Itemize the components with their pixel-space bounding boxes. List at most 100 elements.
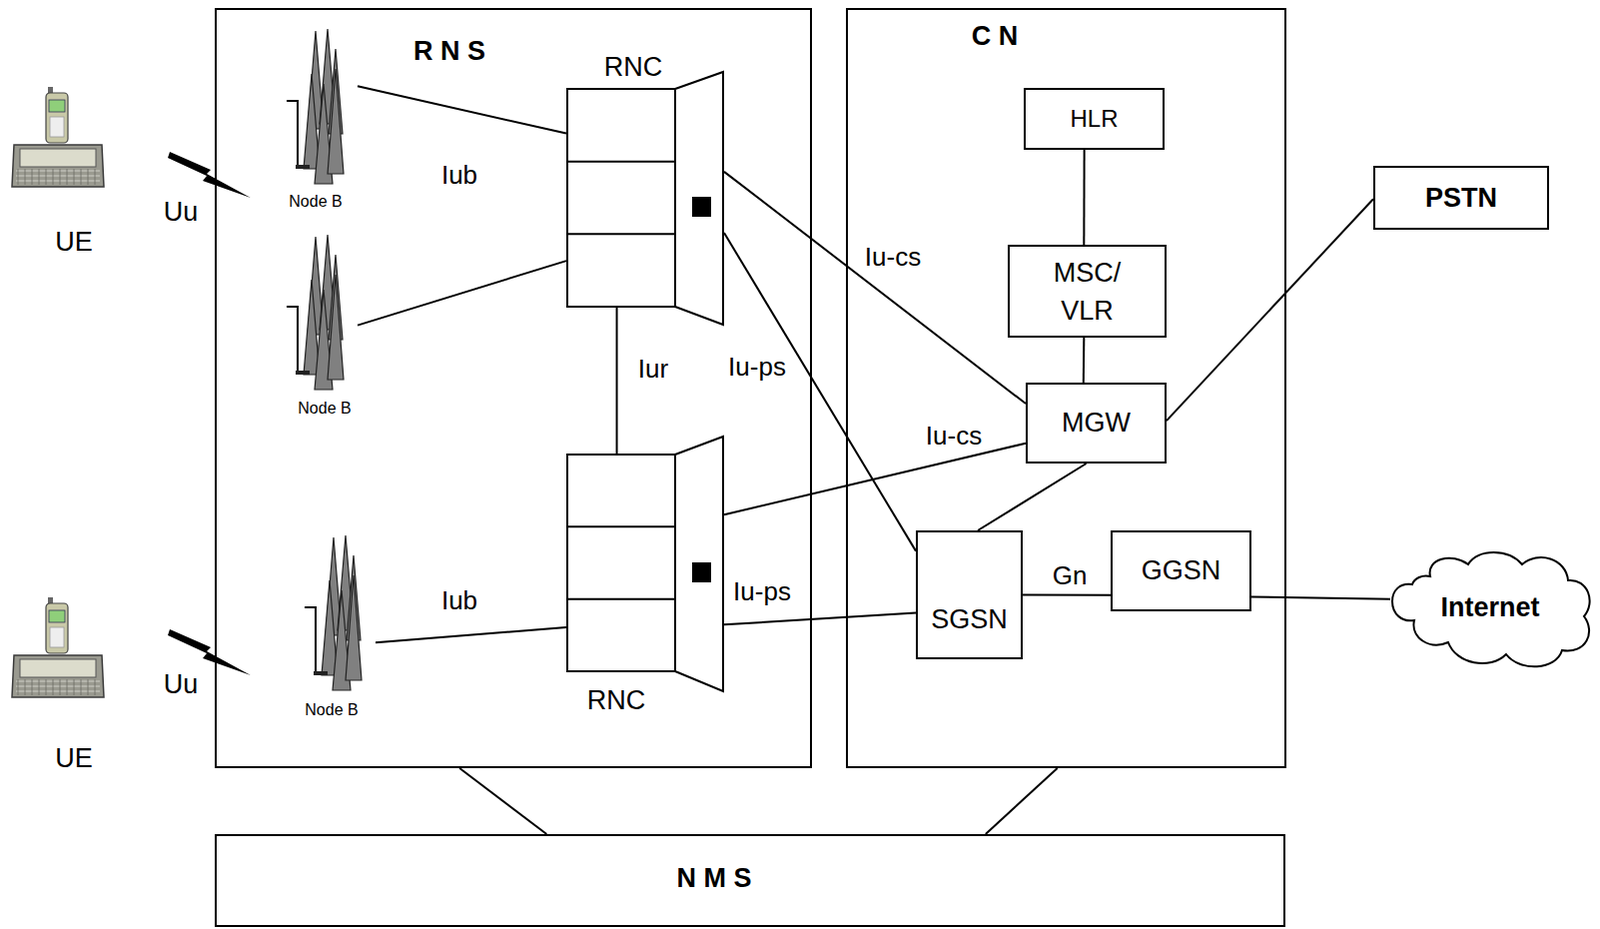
- rnc-port: [692, 562, 712, 583]
- key-gap: [24, 679, 26, 696]
- rnc: RNC: [566, 51, 725, 307]
- network-box: PSTN: [1373, 165, 1550, 230]
- rnc-slot: [567, 598, 676, 601]
- node-label: GGSN: [1141, 554, 1222, 587]
- phone-screen: [48, 610, 65, 623]
- text-holder: N M S: [676, 861, 752, 894]
- node-label: Node B: [304, 701, 358, 719]
- tower-bracket: [286, 306, 298, 375]
- interface-label: Iub: [441, 585, 478, 616]
- connector: [357, 85, 567, 133]
- node-label: PSTN: [1425, 181, 1498, 214]
- connector: [724, 232, 916, 552]
- tower-bracket: [304, 607, 316, 676]
- rnc: RNC: [566, 454, 725, 717]
- connector: [459, 768, 547, 834]
- base-station-icon: [303, 535, 376, 691]
- node-label: RNC: [587, 685, 647, 716]
- phone-body: [45, 92, 68, 143]
- text-holder: Iur: [638, 353, 669, 385]
- key-gap: [38, 168, 40, 185]
- node-label: UE: [54, 226, 93, 257]
- connector: [1082, 337, 1086, 383]
- rnc-symbol: [566, 51, 725, 307]
- key-gap: [73, 168, 75, 185]
- text-holder: Gn: [1052, 560, 1088, 592]
- connector: [1022, 594, 1111, 597]
- handset-icon: [11, 597, 104, 700]
- key-gap: [80, 168, 82, 185]
- cloud-outline: [1392, 552, 1591, 667]
- node-b: Node B: [303, 535, 376, 721]
- node-label: RNC: [604, 51, 664, 82]
- connector: [724, 613, 916, 626]
- node-label: N M S: [676, 862, 752, 893]
- connector: [1251, 596, 1391, 599]
- node-label: UE: [54, 743, 93, 774]
- connector: [616, 306, 619, 455]
- text-holder: RNC: [587, 684, 647, 717]
- phone-keypad: [49, 116, 64, 137]
- key-row: [15, 681, 100, 683]
- tower-bracket: [286, 100, 298, 169]
- text-holder: Iub: [441, 159, 478, 191]
- core-box: HLR: [1023, 87, 1165, 150]
- device-screen: [19, 148, 96, 167]
- rnc-port: [692, 196, 712, 217]
- key-gap: [66, 679, 68, 696]
- connector: [977, 463, 1087, 531]
- keyboard-body: [11, 144, 104, 187]
- connector: [1166, 198, 1374, 421]
- key-row: [15, 691, 100, 693]
- text-holder: Internet: [1440, 591, 1540, 624]
- phone-keypad: [49, 627, 64, 648]
- tower-base: [295, 370, 310, 375]
- rnc-slot: [567, 160, 676, 163]
- rnc-slot: [567, 232, 676, 235]
- text-holder: Uu: [163, 668, 199, 701]
- key-gap: [38, 679, 40, 696]
- antenna: [327, 68, 344, 174]
- node-b: Node B: [285, 28, 358, 214]
- lightning-bolt: [167, 629, 251, 676]
- key-gap: [24, 168, 26, 185]
- rnc-slot: [567, 525, 676, 528]
- rnc-symbol: [566, 454, 725, 717]
- cn-region: C NHLRMSC/ VLRMGWSGSNGGSN: [845, 7, 1287, 769]
- text-holder: Iu-cs: [925, 420, 982, 452]
- rnc-interface: [675, 436, 724, 692]
- antenna: [327, 274, 344, 380]
- connector: [375, 627, 567, 643]
- connector: [1082, 149, 1085, 245]
- node-label: Node B: [297, 399, 351, 417]
- text-holder: R N S: [413, 34, 486, 67]
- node-label: Internet: [1440, 592, 1540, 623]
- interface-label: Iu-cs: [925, 420, 982, 451]
- key-gap: [52, 168, 54, 185]
- key-gap: [52, 679, 54, 696]
- text-holder: Iub: [441, 585, 478, 617]
- interface-label: Iu-ps: [733, 576, 792, 607]
- key-gap: [73, 679, 75, 696]
- core-box: GGSN: [1110, 530, 1252, 612]
- antenna: [345, 575, 362, 681]
- lightning-bolt: [167, 151, 251, 198]
- rnc-rack: [567, 88, 676, 307]
- node-b: Node B: [285, 234, 358, 420]
- core-box: MGW: [1025, 382, 1167, 464]
- keyboard-body: [11, 655, 104, 698]
- core-box: SGSN: [915, 530, 1023, 660]
- node-label: C N: [971, 20, 1019, 51]
- key-gap: [94, 679, 96, 696]
- interface-label: Uu: [163, 669, 199, 700]
- user-equipment: UE: [11, 86, 137, 262]
- key-gap: [94, 168, 96, 185]
- phone-screen: [48, 99, 65, 112]
- key-row: [15, 686, 100, 688]
- interface-label: Iu-cs: [864, 241, 921, 272]
- device-screen: [19, 659, 96, 678]
- connector: [357, 260, 567, 326]
- text-holder: UE: [54, 742, 93, 775]
- key-gap: [45, 168, 47, 185]
